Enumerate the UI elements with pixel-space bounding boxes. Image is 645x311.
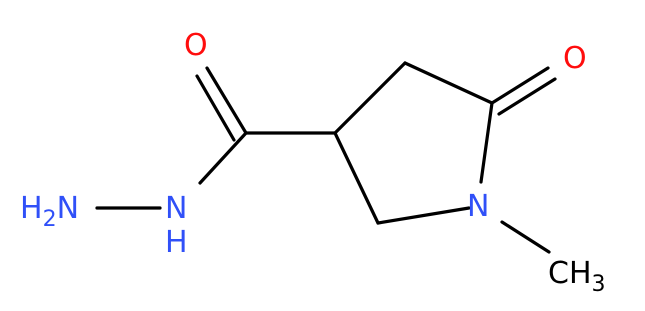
methyl-subscript: 3 [592, 272, 606, 297]
atom-o2: O [563, 41, 587, 76]
bond-ccarb-o1-b [195, 74, 236, 142]
bond-c5-o2-a [490, 66, 550, 105]
bond-c5-n1 [479, 101, 494, 184]
atom-nh2: H2N [20, 191, 79, 232]
atom-nh: N [165, 191, 187, 226]
nh2-subscript: 2 [43, 207, 57, 232]
bond-ccarb-o1-a [205, 66, 248, 135]
bond-ccarb-nh [198, 131, 248, 185]
atom-o1: O [184, 28, 208, 63]
atom-n-ring: N [467, 189, 489, 224]
methyl-ch: CH [548, 256, 592, 291]
bond-c3-c4 [333, 61, 407, 135]
nh2-n: N [57, 191, 79, 226]
bond-n1-methyl [500, 220, 551, 254]
bonds [95, 61, 557, 254]
atom-methyl: CH3 [548, 256, 606, 297]
bond-c5-o2-b [497, 77, 557, 116]
bond-c4-c5 [403, 61, 494, 105]
atom-nh-hydrogen: H [165, 225, 188, 260]
nh2-h: H [20, 191, 43, 226]
bond-c2-c3 [333, 131, 380, 225]
atom-labels: O O N N H H2N CH3 [20, 28, 606, 297]
bond-n1-c2 [376, 206, 471, 225]
